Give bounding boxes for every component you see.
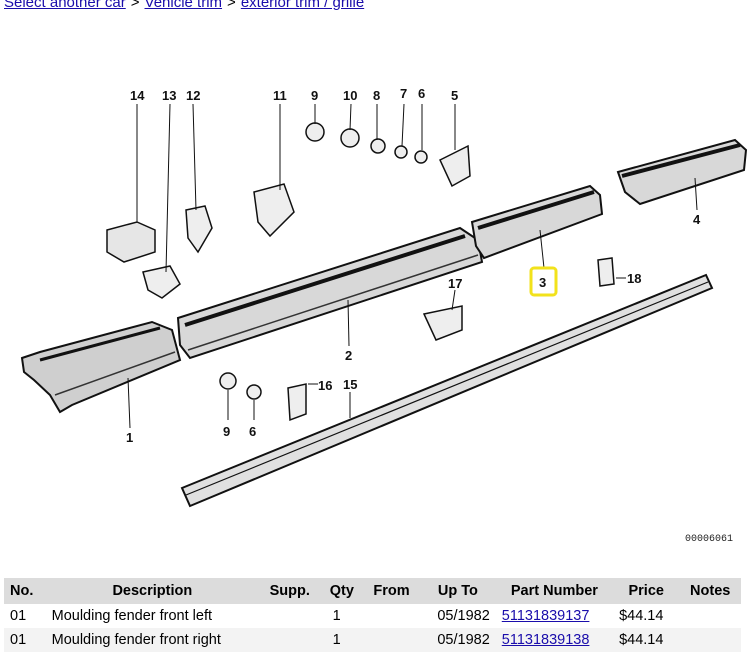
part-15-strip[interactable] — [180, 273, 714, 508]
breadcrumb-separator: > — [130, 0, 140, 11]
callout-15[interactable]: 15 — [343, 377, 357, 392]
cell-no: 01 — [4, 628, 46, 652]
cell-notes — [679, 604, 741, 628]
callout-14[interactable]: 14 — [130, 88, 145, 103]
cell-description: Moulding fender front right — [45, 628, 260, 652]
callout-12[interactable]: 12 — [186, 88, 200, 103]
callout-1[interactable]: 1 — [126, 430, 133, 445]
breadcrumb-separator: > — [227, 0, 236, 11]
callout-13[interactable]: 13 — [162, 88, 176, 103]
cell-supp — [259, 604, 321, 628]
callout-3[interactable]: 3 — [539, 275, 546, 290]
breadcrumb-link-select-car[interactable]: Select another car — [4, 0, 126, 11]
callout-6[interactable]: 6 — [418, 86, 425, 101]
col-header-qty: Qty — [320, 578, 364, 604]
cell-no: 01 — [4, 604, 46, 628]
table-row: 01 Moulding fender front left 1 05/1982 … — [4, 604, 741, 628]
cell-notes — [679, 628, 741, 652]
table-row: 01 Moulding fender front right 1 05/1982… — [4, 628, 741, 652]
col-header-up-to: Up To — [419, 578, 496, 604]
cell-qty: 1 — [320, 628, 364, 652]
cell-price: $44.14 — [613, 604, 680, 628]
col-header-no: No. — [4, 578, 46, 604]
breadcrumb-link-exterior-trim[interactable]: exterior trim / grille — [240, 0, 365, 11]
callout-9-lower[interactable]: 9 — [223, 424, 230, 439]
cell-part-number: 51131839137 — [495, 604, 614, 628]
callout-7[interactable]: 7 — [400, 86, 407, 101]
callout-10[interactable]: 10 — [343, 88, 357, 103]
part-4-moulding[interactable] — [616, 138, 748, 206]
col-header-from: From — [363, 578, 420, 604]
col-header-notes: Notes — [679, 578, 741, 604]
table-header-row: No. Description Supp. Qty From Up To Par… — [4, 578, 741, 604]
callout-16[interactable]: 16 — [318, 378, 332, 393]
part-11-clip[interactable] — [253, 183, 295, 238]
part-1-moulding[interactable] — [20, 320, 182, 414]
cell-price: $44.14 — [613, 628, 680, 652]
cell-up-to: 05/1982 — [419, 628, 496, 652]
callout-5[interactable]: 5 — [451, 88, 458, 103]
cell-up-to: 05/1982 — [419, 604, 496, 628]
cell-from — [363, 628, 420, 652]
cell-supp — [259, 628, 321, 652]
part-number-link[interactable]: 51131839138 — [501, 632, 590, 648]
col-header-price: Price — [613, 578, 680, 604]
callout-11[interactable]: 11 — [273, 88, 287, 103]
parts-diagram: 14 13 12 11 9 10 8 7 6 5 4 3 18 17 2 16 … — [20, 86, 748, 508]
part-13-clip[interactable] — [142, 265, 181, 299]
callout-8[interactable]: 8 — [373, 88, 380, 103]
breadcrumb-link-vehicle-trim[interactable]: Vehicle trim — [144, 0, 223, 11]
part-14-block[interactable] — [106, 221, 156, 263]
col-header-supp: Supp. — [259, 578, 321, 604]
callout-17[interactable]: 17 — [448, 276, 462, 291]
callout-4[interactable]: 4 — [693, 212, 701, 227]
part-3-moulding[interactable] — [470, 184, 604, 260]
part-number-link[interactable]: 51131839137 — [501, 608, 590, 624]
cell-qty: 1 — [320, 604, 364, 628]
col-header-description: Description — [45, 578, 260, 604]
part-2-moulding[interactable] — [176, 226, 484, 360]
callout-2[interactable]: 2 — [345, 348, 352, 363]
callout-6-lower[interactable]: 6 — [249, 424, 256, 439]
cell-from — [363, 604, 420, 628]
col-header-part-number: Part Number — [495, 578, 614, 604]
breadcrumb: Select another car > Vehicle trim > exterior… — [4, 0, 364, 11]
diagram-code: 00006061 — [685, 534, 734, 545]
callout-18[interactable]: 18 — [627, 271, 641, 286]
cell-part-number: 51131839138 — [495, 628, 614, 652]
parts-table: No. Description Supp. Qty From Up To Par… — [4, 578, 741, 652]
callout-9[interactable]: 9 — [311, 88, 318, 103]
cell-description: Moulding fender front left — [45, 604, 260, 628]
part-12-clip[interactable] — [185, 205, 213, 254]
callout-3-highlight — [529, 266, 558, 297]
leader-lines — [127, 103, 698, 429]
